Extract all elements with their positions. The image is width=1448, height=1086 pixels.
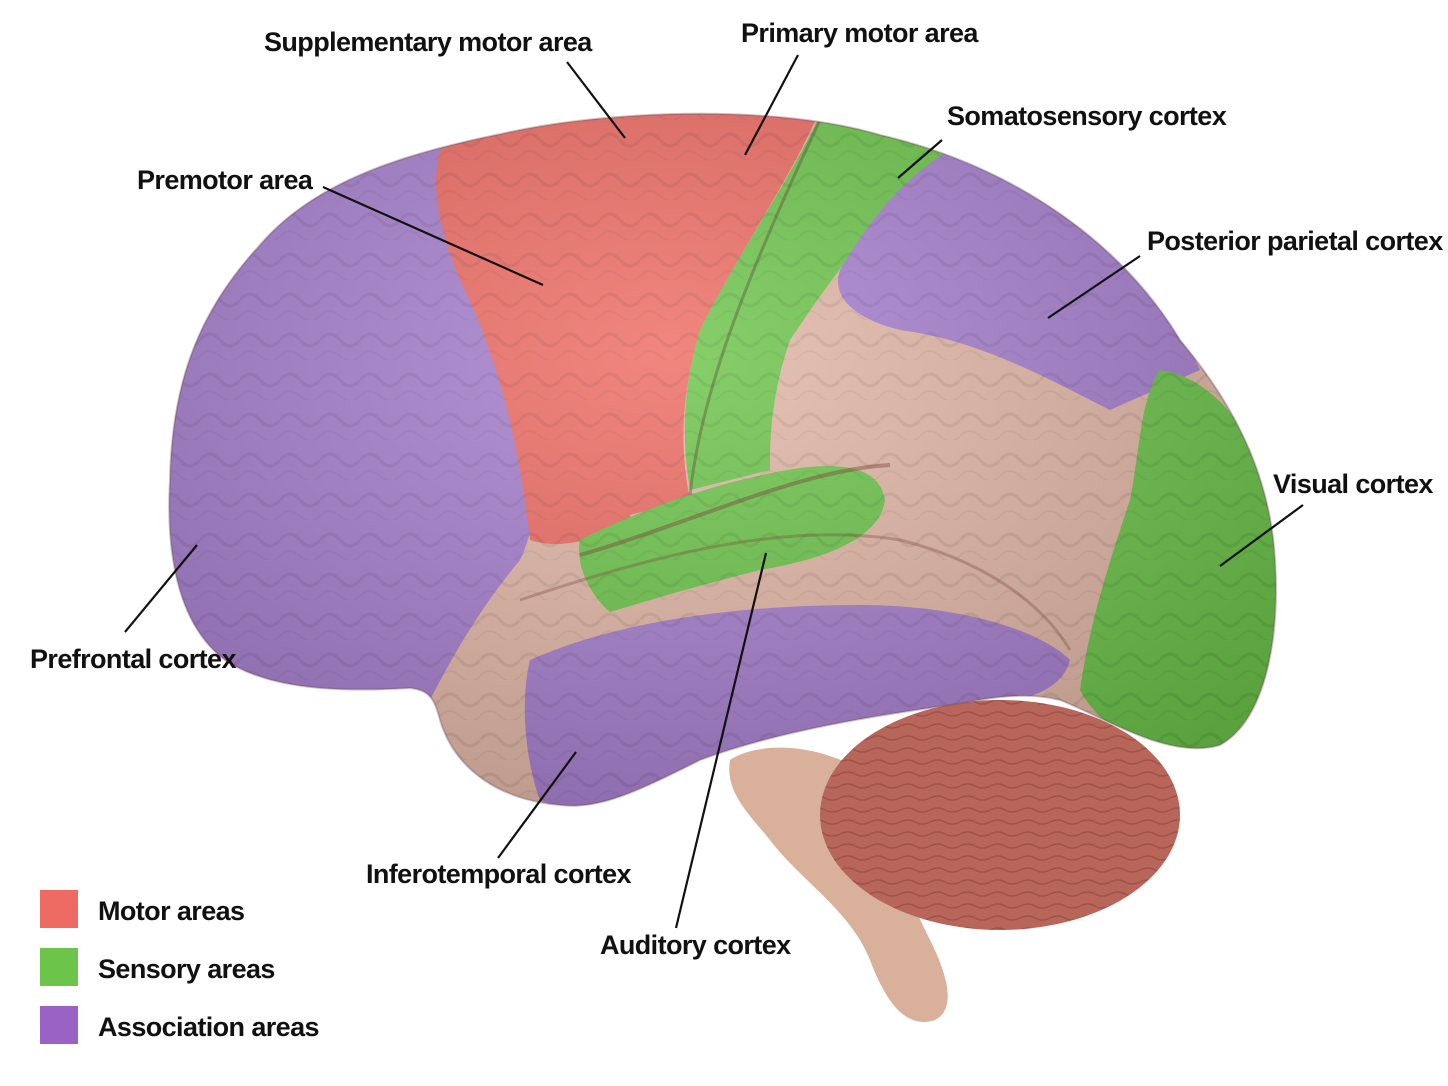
cerebrum-outline [168, 112, 1277, 807]
leader-inferotemporal [497, 751, 577, 859]
legend-label-motor: Motor areas [98, 896, 245, 926]
label-auditory-cortex: Auditory cortex [600, 930, 791, 960]
legend-label-sensory: Sensory areas [98, 954, 275, 984]
brainstem [729, 747, 948, 1022]
label-premotor-area: Premotor area [137, 165, 313, 195]
leader-prefrontal [124, 544, 198, 633]
leader-supplementary-motor [566, 61, 626, 139]
leader-primary-motor [744, 54, 799, 156]
leader-visual [1219, 504, 1304, 567]
label-visual-cortex: Visual cortex [1273, 469, 1433, 499]
legend-swatch-association [40, 1006, 78, 1044]
leader-posterior-parietal [1047, 255, 1141, 319]
label-prefrontal-cortex: Prefrontal cortex [30, 644, 236, 674]
leader-auditory [674, 552, 768, 929]
label-somatosensory-cortex: Somatosensory cortex [947, 101, 1227, 131]
label-inferotemporal-cortex: Inferotemporal cortex [366, 859, 632, 889]
label-supplementary-motor-area: Supplementary motor area [264, 27, 592, 57]
legend-swatch-motor [40, 890, 78, 928]
label-posterior-parietal-cortex: Posterior parietal cortex [1147, 226, 1443, 256]
leader-somatosensory [897, 139, 943, 179]
legend-swatch-sensory [40, 948, 78, 986]
leader-premotor [322, 185, 544, 287]
legend-label-association: Association areas [98, 1012, 320, 1042]
label-primary-motor-area: Primary motor area [741, 18, 978, 48]
